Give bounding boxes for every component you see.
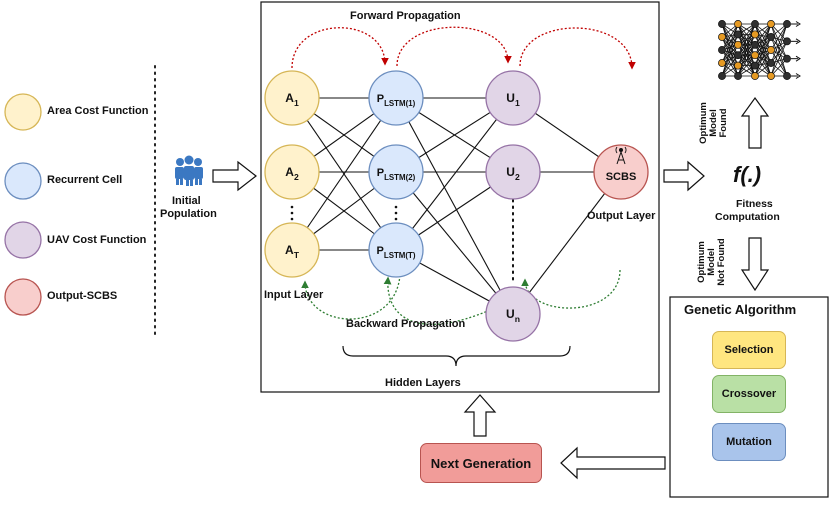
backward-propagation-label: Backward Propagation [346, 318, 466, 330]
uav-node-1-main: U [506, 91, 515, 105]
uav-node-2-main: U [506, 165, 515, 179]
optimum-found-line-3: Found [718, 108, 729, 138]
arrow-network-to-fitness [663, 160, 705, 192]
lstm-node-2-label: PLSTM(2) [377, 167, 416, 182]
fitness-function-symbol: f(.) [733, 162, 762, 187]
lstm-node-1-sub: LSTM(1) [384, 99, 416, 108]
legend-label-output: Output-SCBS [47, 290, 118, 302]
forward-arcs [291, 26, 636, 70]
lstm-node-2: PLSTM(2) [368, 144, 424, 200]
network-connections [291, 97, 622, 315]
optimum-found-label: Optimum Model Found [698, 93, 733, 153]
legend-label-area: Area Cost Function [47, 105, 149, 117]
arrow-ga-to-next-generation [560, 446, 666, 480]
forward-propagation-label: Forward Propagation [350, 10, 461, 22]
uav-node-1-sub: 1 [515, 98, 520, 108]
optimum-not-found-label: Optimum Model Not Found [696, 230, 731, 294]
uav-node-2-label: U2 [506, 165, 520, 182]
input-node-1: A1 [264, 70, 320, 126]
edge-a3-p1 [291, 97, 397, 251]
lstm-node-3-sub: LSTM(T) [384, 251, 416, 260]
backward-arcs [301, 269, 621, 325]
population-label-2: Population [160, 208, 217, 220]
uav-node-3-label: Un [506, 307, 520, 324]
input-node-1-sub: 1 [294, 98, 299, 108]
forward-arc-3 [519, 27, 636, 70]
selection-step: Selection [712, 331, 786, 369]
uav-node-3-main: U [506, 307, 515, 321]
genetic-algorithm-title: Genetic Algorithm [684, 302, 797, 317]
input-node-2-main: A [285, 165, 294, 179]
forward-arc-2 [396, 26, 512, 67]
output-node-scbs: SCBS [593, 144, 649, 200]
output-layer-label: Output Layer [587, 210, 656, 222]
optimum-not-found-line-3: Not Found [716, 238, 727, 286]
input-node-2-sub: 2 [294, 172, 299, 182]
uav-node-1-label: U1 [506, 91, 520, 108]
input-node-2-label: A2 [285, 165, 299, 182]
crossover-step: Crossover [712, 375, 786, 413]
neural-network-icon [718, 20, 801, 80]
people-group-icon [175, 155, 203, 186]
forward-arc-1 [291, 27, 389, 69]
uav-node-3: Un [485, 286, 541, 342]
input-node-2: A2 [264, 144, 320, 200]
legend-label-recurrent: Recurrent Cell [47, 174, 123, 186]
edge-u3-scbs [512, 171, 622, 315]
input-node-3-main: A [285, 243, 294, 257]
next-generation-box: Next Generation [420, 443, 542, 483]
backward-arc-2 [383, 276, 491, 325]
output-node-label: SCBS [606, 171, 637, 183]
lstm-node-2-sub: LSTM(2) [384, 173, 416, 182]
uav-node-3-sub: n [515, 314, 520, 324]
arrow-next-generation-to-network [463, 394, 497, 437]
arrow-not-found [740, 237, 770, 292]
lstm-node-1-label: PLSTM(1) [377, 93, 416, 108]
input-node-3-sub: T [294, 250, 300, 260]
uav-node-2: U2 [485, 144, 541, 200]
arrow-optimum-found [740, 96, 770, 149]
legend-label-uav: UAV Cost Function [47, 234, 147, 246]
backward-arc-3 [301, 274, 401, 320]
input-node-3: AT [264, 222, 320, 278]
lstm-node-1: PLSTM(1) [368, 70, 424, 126]
fitness-label-2: Computation [715, 211, 780, 223]
backward-arc-1 [521, 269, 621, 309]
network-box [260, 1, 660, 393]
arrow-population-to-network [212, 160, 257, 192]
lstm-node-1-main: P [377, 93, 384, 105]
legend-swatch-uav [4, 221, 42, 259]
mutation-step: Mutation [712, 423, 786, 461]
legend-swatch-recurrent [4, 162, 42, 200]
edge-p1-u3 [395, 97, 514, 315]
lstm-node-3: PLSTM(T) [368, 222, 424, 278]
input-layer-label: Input Layer [264, 289, 324, 301]
lstm-node-2-main: P [377, 167, 384, 179]
edge-p3-u1 [395, 97, 514, 251]
edge-p2-u3 [395, 171, 514, 315]
fitness-label-1: Fitness [736, 198, 773, 210]
input-node-3-label: AT [285, 243, 300, 260]
population-label-1: Initial [172, 195, 201, 207]
uav-node-1: U1 [485, 70, 541, 126]
input-node-1-label: A1 [285, 91, 299, 108]
input-node-1-main: A [285, 91, 294, 105]
antenna-tower-icon [615, 146, 627, 165]
lstm-node-3-main: P [377, 245, 384, 257]
hidden-layers-brace [342, 345, 571, 367]
legend-swatch-area [4, 93, 42, 131]
legend-swatch-output [4, 278, 42, 316]
uav-node-2-sub: 2 [515, 172, 520, 182]
ellipsis-dots [290, 205, 398, 221]
hidden-layers-label: Hidden Layers [385, 377, 461, 389]
legend [4, 93, 42, 316]
lstm-node-3-label: PLSTM(T) [377, 245, 416, 260]
